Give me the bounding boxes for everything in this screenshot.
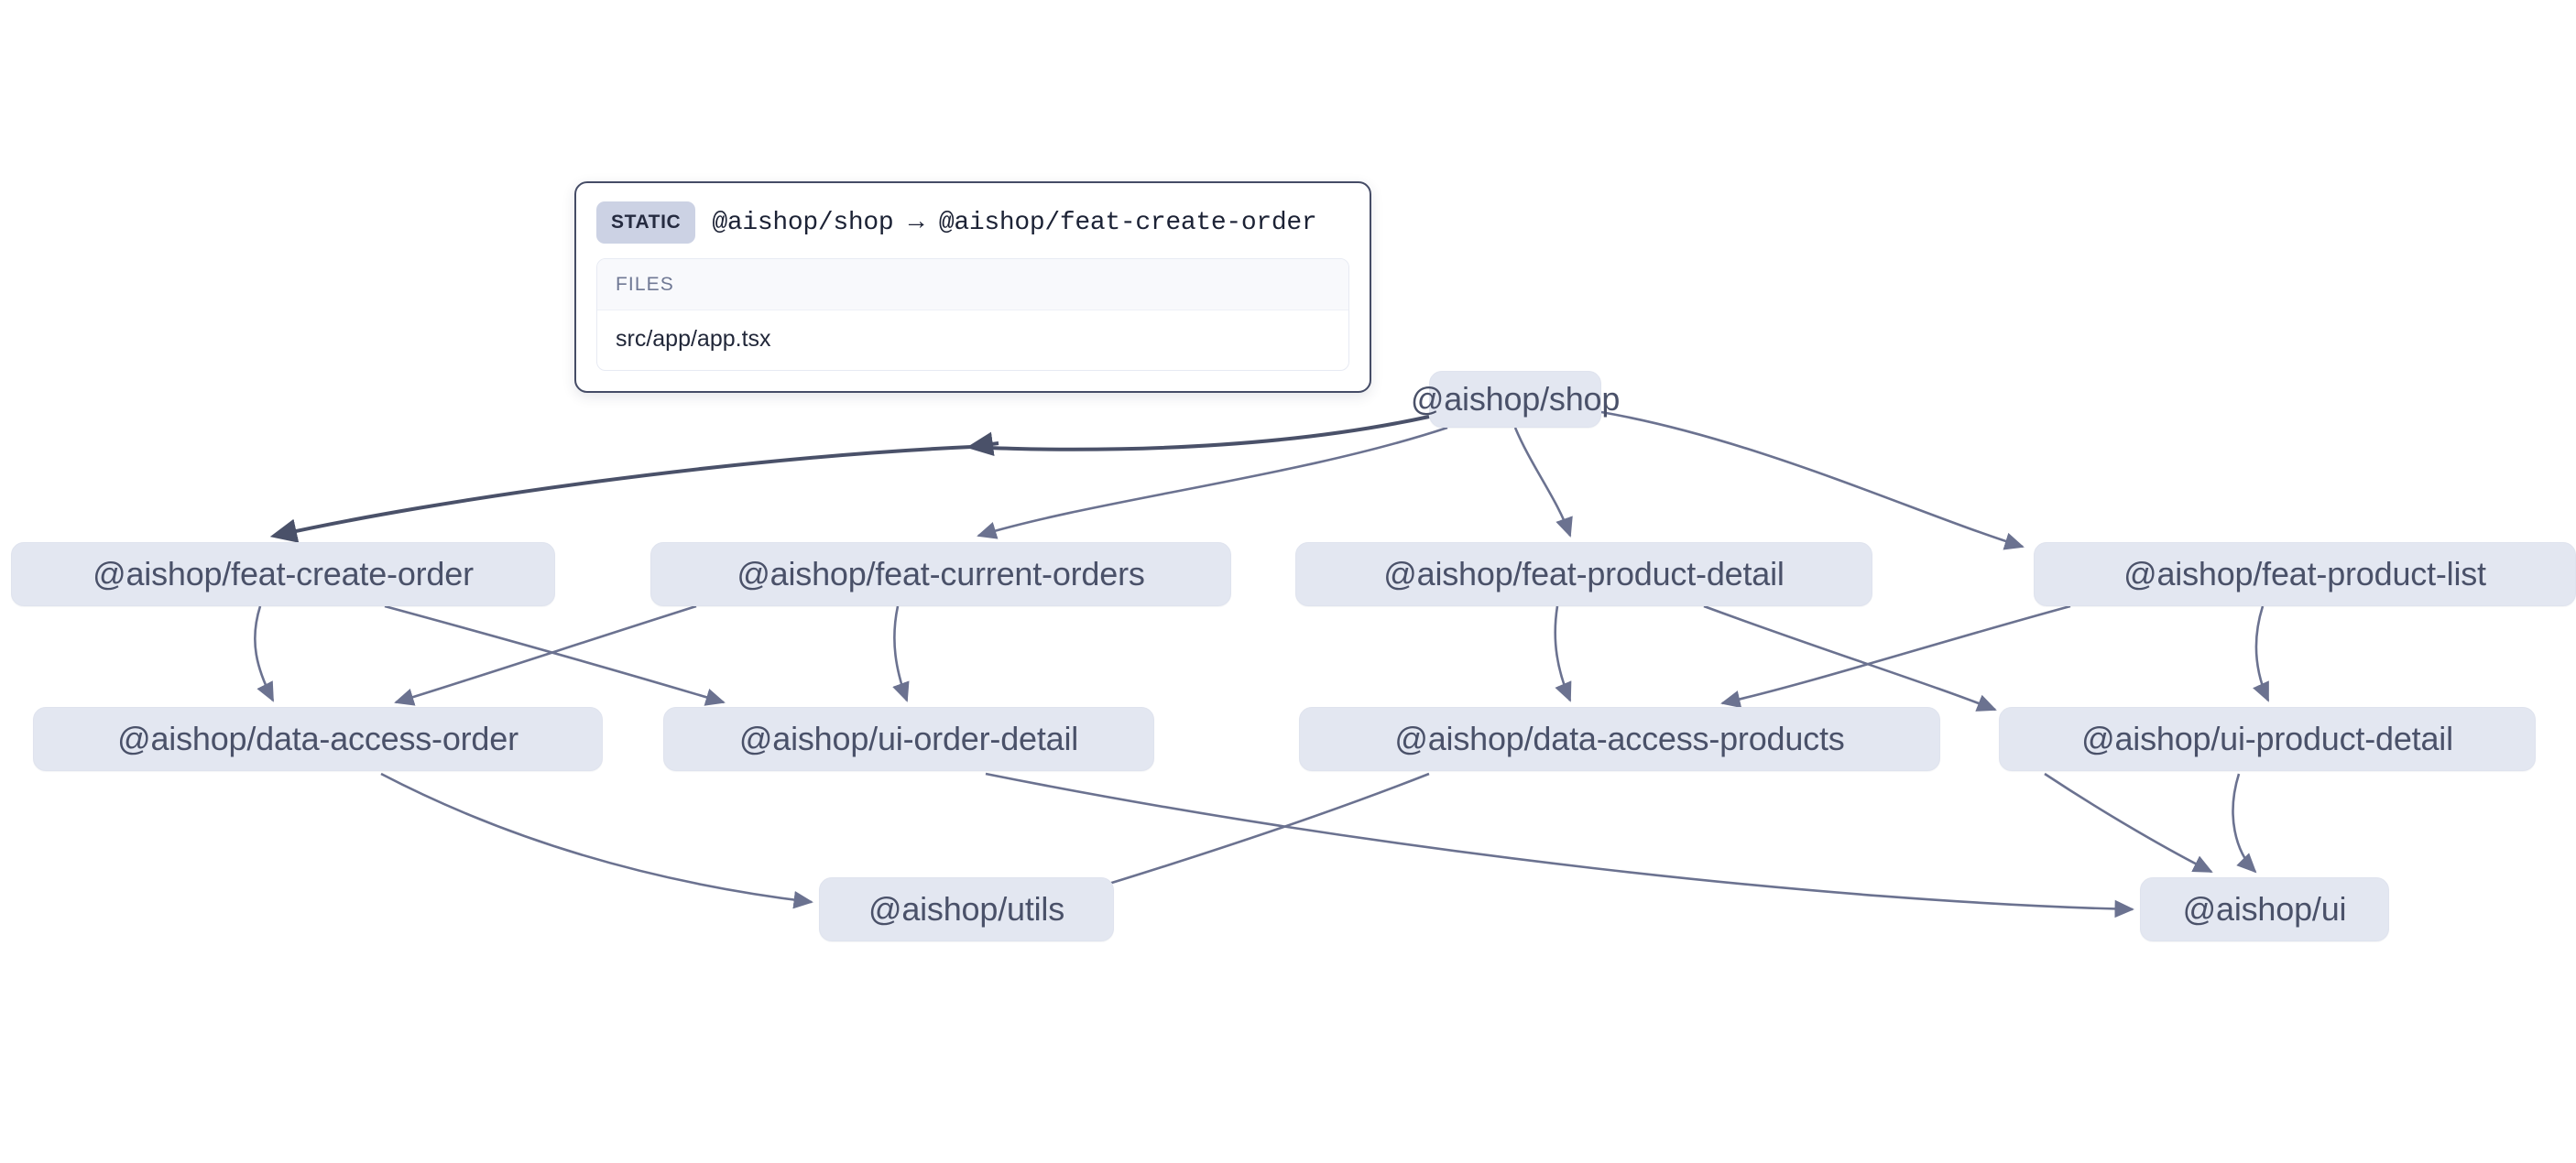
node-label: @aishop/data-access-order	[117, 720, 518, 757]
node-label: @aishop/ui	[2182, 890, 2347, 928]
edge-title: @aishop/shop → @aishop/feat-create-order	[712, 208, 1317, 237]
node-shop[interactable]: @aishop/shop	[1411, 371, 1620, 428]
node-label: @aishop/shop	[1410, 380, 1621, 418]
edge-feat-product-detail-to-ui-product-detail	[1703, 604, 1997, 712]
edge-feat-product-list-to-ui-product-detail	[2253, 605, 2270, 702]
edge-feat-product-list-to-data-access-products	[1720, 604, 2071, 709]
node-label: @aishop/feat-current-orders	[737, 555, 1145, 592]
node-ui-product-detail[interactable]: @aishop/ui-product-detail	[1999, 707, 2536, 771]
card-header: STATIC @aishop/shop → @aishop/feat-creat…	[576, 183, 1370, 256]
edge-ui-order-detail-to-ui	[985, 772, 2134, 918]
edge-shop-to-feat-product-detail	[1513, 427, 1573, 538]
node-data-access-order[interactable]: @aishop/data-access-order	[33, 707, 603, 771]
node-feat-create-order[interactable]: @aishop/feat-create-order	[11, 542, 555, 606]
edge-feat-create-order-to-data-access-order	[254, 605, 275, 702]
files-panel: FILES src/app/app.tsx	[596, 258, 1349, 371]
node-label: @aishop/ui-product-detail	[2081, 720, 2453, 757]
edge-highlight-arrowhead-mid	[966, 431, 999, 457]
status-badge-static: STATIC	[596, 201, 696, 244]
node-label: @aishop/feat-create-order	[93, 555, 474, 592]
edge-data-access-order-to-utils	[380, 772, 813, 909]
node-label: @aishop/feat-product-list	[2123, 555, 2486, 592]
edge-data-access-products-to-utils	[1077, 772, 1430, 897]
node-label: @aishop/ui-order-detail	[738, 720, 1079, 757]
node-utils[interactable]: @aishop/utils	[819, 877, 1114, 941]
files-section-header: FILES	[597, 259, 1348, 310]
edge-shop-to-feat-current-orders	[977, 426, 1448, 539]
edge-feat-current-orders-to-data-access-order	[394, 604, 697, 706]
edge-shop-to-feat-create-order-highlighted-tail	[269, 445, 972, 543]
edge-shop-to-feat-create-order-highlighted	[970, 415, 1430, 451]
node-ui-order-detail[interactable]: @aishop/ui-order-detail	[663, 707, 1154, 771]
node-feat-current-orders[interactable]: @aishop/feat-current-orders	[650, 542, 1231, 606]
edge-feat-product-detail-to-data-access-products	[1554, 605, 1572, 702]
edge-detail-card[interactable]: STATIC @aishop/shop → @aishop/feat-creat…	[574, 181, 1371, 393]
edge-shop-to-feat-product-list	[1600, 410, 2025, 550]
node-label: @aishop/data-access-products	[1394, 720, 1845, 757]
node-data-access-products[interactable]: @aishop/data-access-products	[1299, 707, 1940, 771]
node-label: @aishop/feat-product-detail	[1383, 555, 1785, 592]
file-list-item[interactable]: src/app/app.tsx	[616, 326, 771, 352]
node-feat-product-list[interactable]: @aishop/feat-product-list	[2034, 542, 2576, 606]
edge-feat-current-orders-to-ui-order-detail	[892, 605, 910, 702]
edge-ui-product-detail-curve-to-ui	[2232, 773, 2257, 874]
edge-ui-product-detail-to-ui	[2044, 772, 2213, 874]
node-ui[interactable]: @aishop/ui	[2140, 877, 2389, 941]
node-label: @aishop/utils	[868, 890, 1065, 928]
node-feat-product-detail[interactable]: @aishop/feat-product-detail	[1295, 542, 1872, 606]
edge-feat-create-order-to-ui-order-detail	[384, 604, 726, 706]
